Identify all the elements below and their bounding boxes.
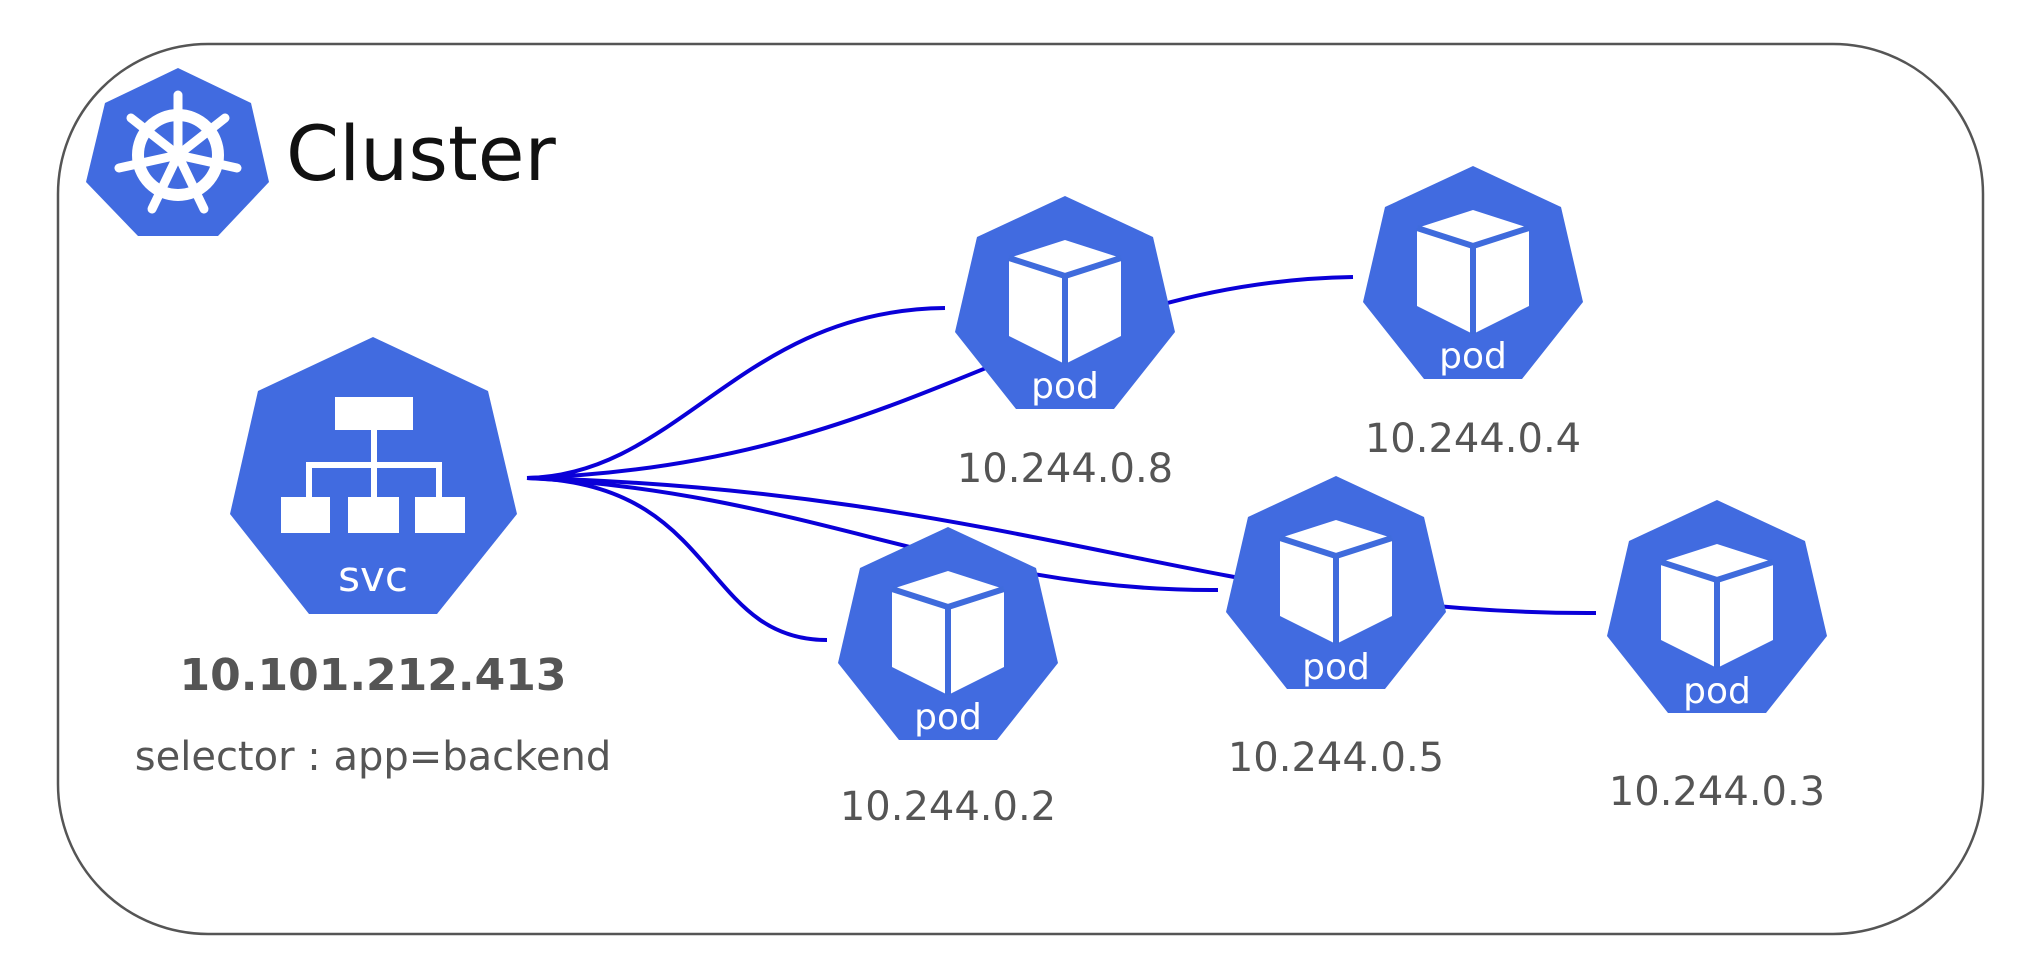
service-ip: 10.101.212.413: [180, 650, 567, 701]
pod-ip: 10.244.0.4: [1365, 416, 1581, 462]
connector-to-pod-1: [526, 306, 946, 480]
pod-node: pod: [955, 196, 1175, 409]
pod-ip: 10.244.0.8: [957, 446, 1173, 492]
helm-wheel-icon: [114, 90, 242, 214]
service-node: svc: [230, 337, 517, 614]
pod-icon-label: pod: [1683, 671, 1751, 712]
pod-node: pod: [838, 527, 1058, 740]
service-selector: selector : app=backend: [135, 734, 611, 780]
pod-icon-label: pod: [914, 697, 982, 738]
pod-node: pod: [1607, 500, 1827, 713]
connector-to-pod-4: [526, 476, 1219, 593]
pod-icon-label: pod: [1439, 336, 1507, 377]
pod-node: pod: [1363, 166, 1583, 379]
pod-icon-label: pod: [1031, 366, 1099, 407]
network-hierarchy-icon: [281, 397, 465, 533]
service-icon-label: svc: [338, 552, 408, 601]
pod-ip: 10.244.0.2: [840, 784, 1056, 830]
cluster-logo: [86, 68, 269, 236]
pod-ip: 10.244.0.3: [1609, 769, 1825, 815]
cluster-title: Cluster: [286, 109, 557, 198]
connector-to-pod-2: [526, 275, 1354, 480]
pod-node: pod: [1226, 476, 1446, 689]
pod-ip: 10.244.0.5: [1228, 735, 1444, 781]
connector-to-pod-3: [526, 476, 828, 642]
cluster-boundary: [56, 42, 1985, 936]
pod-icon-label: pod: [1302, 647, 1370, 688]
